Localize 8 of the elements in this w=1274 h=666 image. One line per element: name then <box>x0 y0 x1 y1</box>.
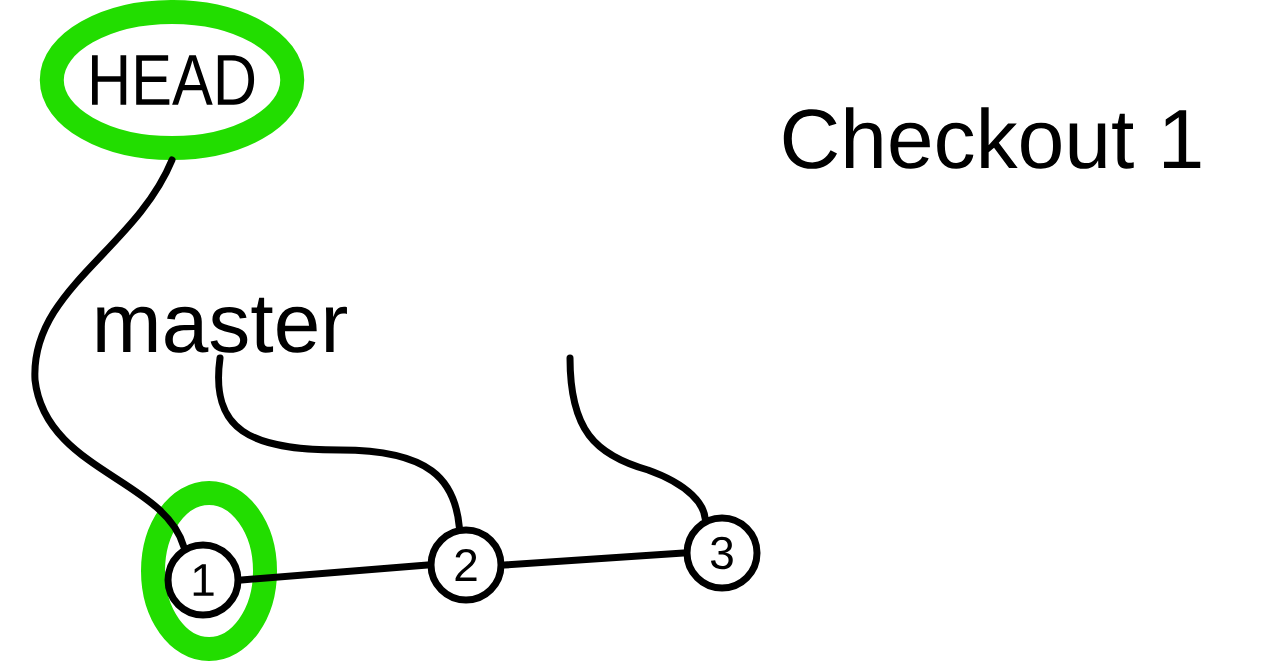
highlighted-label: HEAD <box>39 0 305 160</box>
connector-line <box>501 549 687 569</box>
leader-line <box>215 354 463 531</box>
branch-label: master <box>97 297 347 353</box>
title: Checkout 1 <box>783 107 1201 169</box>
connector-line <box>238 561 431 584</box>
leader-line <box>566 354 709 522</box>
leader-line <box>31 156 188 551</box>
